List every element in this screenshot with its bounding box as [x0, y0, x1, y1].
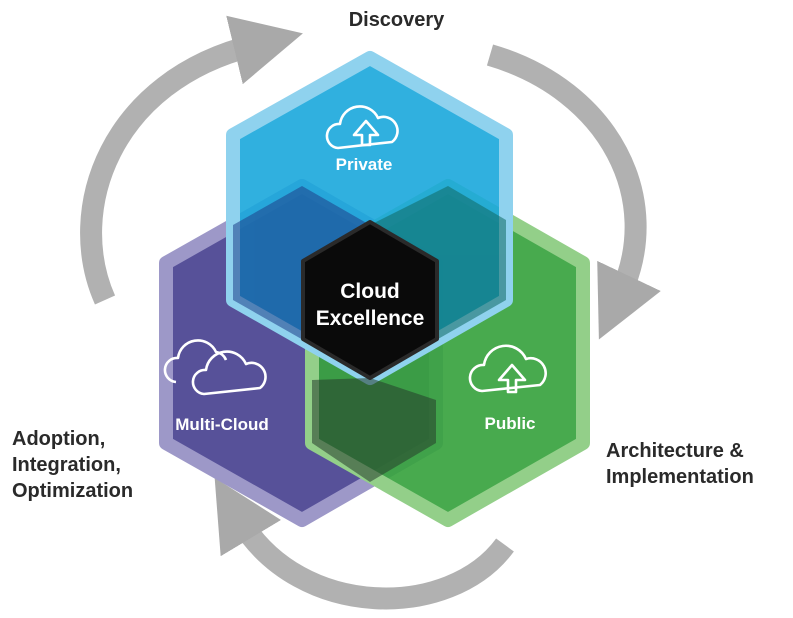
hex-center: Cloud Excellence — [301, 220, 439, 380]
cycle-arrows — [80, 15, 661, 610]
multi-cloud-icon — [163, 339, 267, 396]
private-label: Private — [336, 155, 393, 174]
multi-cloud-label: Multi-Cloud — [175, 415, 268, 434]
stage-adoption-line1: Adoption, — [12, 428, 106, 450]
stage-adoption: Adoption, Integration, Optimization — [12, 426, 133, 504]
stage-discovery-text: Discovery — [348, 9, 445, 31]
cloud-upload-icon — [468, 344, 547, 394]
stage-adoption-line2: Integration, — [12, 454, 121, 476]
center-label-line1: Cloud — [340, 280, 399, 303]
stage-adoption-line3: Optimization — [12, 480, 134, 502]
stage-architecture-line1: Architecture & — [606, 440, 744, 462]
stage-discovery: Discovery — [0, 7, 793, 33]
public-label: Public — [484, 414, 535, 433]
arrow-adoption-to-discovery — [80, 15, 303, 305]
cloud-upload-icon — [325, 105, 399, 150]
center-label-line2: Excellence — [316, 307, 425, 330]
stage-architecture: Architecture & Implementation — [606, 438, 754, 490]
arrow-discovery-to-architecture — [486, 44, 661, 340]
arrow-architecture-to-adoption — [214, 477, 514, 610]
stage-architecture-line2: Implementation — [606, 466, 754, 488]
